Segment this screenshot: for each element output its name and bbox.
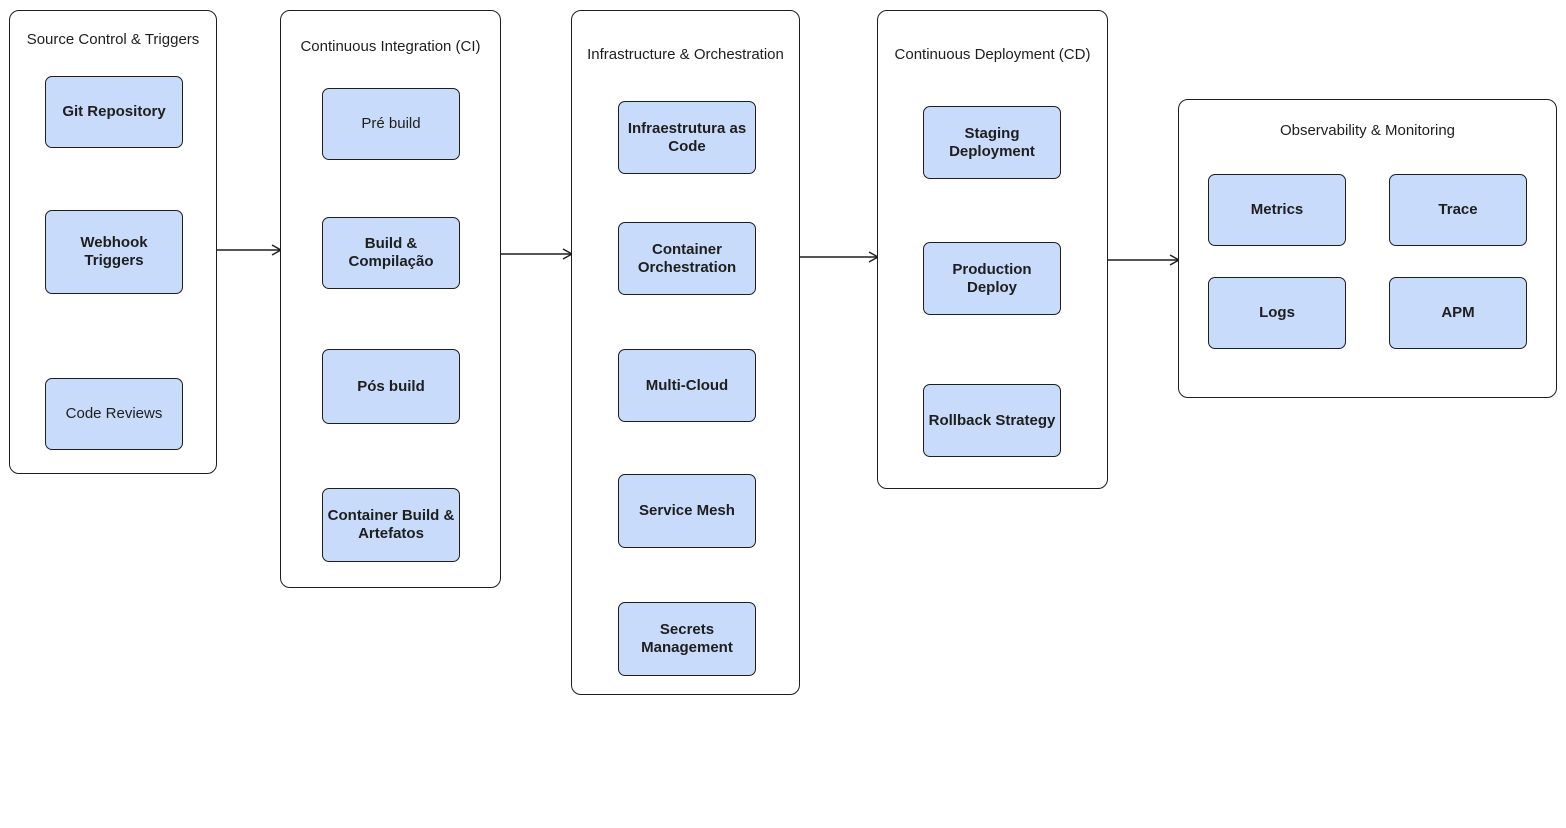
node-webhook-triggers[interactable]: Webhook Triggers xyxy=(45,210,183,294)
node-pre-build[interactable]: Pré build xyxy=(322,88,460,160)
node-logs[interactable]: Logs xyxy=(1208,277,1346,349)
group-title-source-control: Source Control & Triggers xyxy=(26,31,200,48)
node-code-reviews[interactable]: Code Reviews xyxy=(45,378,183,450)
node-infraestrutura-as-code[interactable]: Infraestrutura as Code xyxy=(618,101,756,174)
group-title-observability: Observability & Monitoring xyxy=(1279,122,1456,139)
node-metrics[interactable]: Metrics xyxy=(1208,174,1346,246)
node-staging-deployment[interactable]: Staging Deployment xyxy=(923,106,1061,179)
node-rollback-strategy[interactable]: Rollback Strategy xyxy=(923,384,1061,457)
node-secrets-management[interactable]: Secrets Management xyxy=(618,602,756,676)
node-apm[interactable]: APM xyxy=(1389,277,1527,349)
group-title-continuous-deployment: Continuous Deployment (CD) xyxy=(894,46,1091,63)
node-service-mesh[interactable]: Service Mesh xyxy=(618,474,756,548)
group-title-continuous-integration: Continuous Integration (CI) xyxy=(300,38,481,55)
node-build-compilacao[interactable]: Build & Compilação xyxy=(322,217,460,289)
node-container-orchestration[interactable]: Container Orchestration xyxy=(618,222,756,295)
node-container-build[interactable]: Container Build & Artefatos xyxy=(322,488,460,562)
node-trace[interactable]: Trace xyxy=(1389,174,1527,246)
node-multi-cloud[interactable]: Multi-Cloud xyxy=(618,349,756,422)
node-pos-build[interactable]: Pós build xyxy=(322,349,460,424)
group-title-infrastructure: Infrastructure & Orchestration xyxy=(587,46,784,63)
group-observability: Observability & Monitoring xyxy=(1178,99,1557,398)
node-production-deploy[interactable]: Production Deploy xyxy=(923,242,1061,315)
node-git-repository[interactable]: Git Repository xyxy=(45,76,183,148)
